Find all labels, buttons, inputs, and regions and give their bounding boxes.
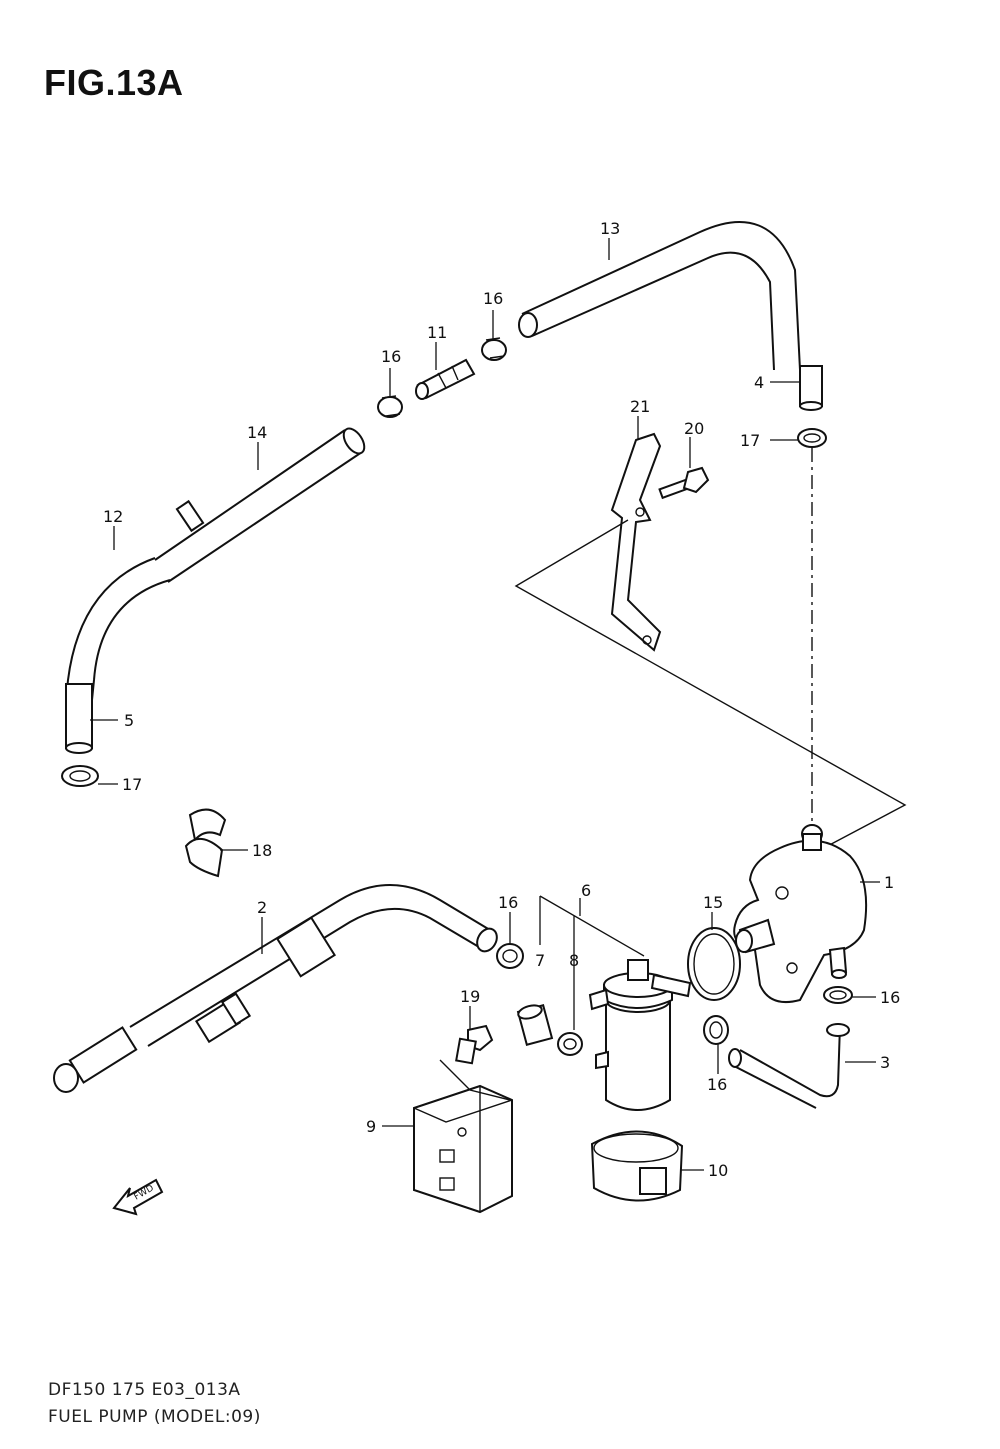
hose-5[interactable] — [65, 683, 93, 754]
callout-21: 21 — [630, 397, 650, 416]
footer-code: DF150 175 E03_013A — [48, 1380, 241, 1400]
clamp-16-top-right[interactable] — [481, 337, 507, 361]
callout-14: 14 — [247, 423, 267, 442]
bracket-21[interactable] — [610, 432, 662, 652]
hose-12[interactable] — [65, 557, 171, 701]
callout-13: 13 — [600, 219, 620, 238]
callout-12: 12 — [103, 507, 123, 526]
callout-5: 5 — [124, 711, 134, 730]
callout-4: 4 — [754, 373, 764, 392]
bracket-9[interactable] — [413, 1084, 513, 1214]
callout-8: 8 — [569, 951, 579, 970]
hose-13[interactable] — [518, 221, 801, 371]
hose-3[interactable] — [728, 1023, 850, 1109]
joint-11[interactable] — [415, 358, 476, 400]
fuel-pump-1[interactable] — [733, 824, 868, 1004]
guide-9-19 — [439, 1059, 511, 1101]
clip-18[interactable] — [184, 808, 227, 878]
callout-6: 6 — [581, 881, 591, 900]
callout-16-top-right: 16 — [483, 289, 503, 308]
hose-4[interactable] — [799, 365, 823, 411]
callout-16-top-left: 16 — [381, 347, 401, 366]
forward-direction-arrow: FWD — [112, 1178, 164, 1216]
clamp-16-middle[interactable] — [496, 943, 524, 969]
callout-16-middle: 16 — [498, 893, 518, 912]
band-10[interactable] — [590, 1130, 684, 1202]
footer-caption: FUEL PUMP (MODEL:09) — [48, 1407, 261, 1427]
leader-lines — [90, 238, 880, 1171]
callout-15: 15 — [703, 893, 723, 912]
callout-9: 9 — [366, 1117, 376, 1136]
hose-2[interactable] — [53, 884, 501, 1093]
fitting-7[interactable] — [516, 1003, 554, 1047]
clamp-17-left[interactable] — [61, 765, 99, 787]
clamp-8[interactable] — [557, 1032, 583, 1056]
clamp-16-lower[interactable] — [703, 1015, 729, 1045]
figure-title: FIG.13A — [44, 62, 184, 103]
fuel-filter-6[interactable] — [588, 959, 692, 1111]
callout-16-right: 16 — [880, 988, 900, 1007]
bolt-20[interactable] — [658, 466, 710, 500]
clamp-17-right[interactable] — [797, 428, 827, 448]
callout-10: 10 — [708, 1161, 728, 1180]
callout-17-right: 17 — [740, 431, 760, 450]
hose-14[interactable] — [154, 425, 368, 583]
callout-3: 3 — [880, 1053, 890, 1072]
callout-19: 19 — [460, 987, 480, 1006]
o-ring-15[interactable] — [687, 927, 741, 1001]
callout-16-lower: 16 — [707, 1075, 727, 1094]
callout-18: 18 — [252, 841, 272, 860]
bolt-19[interactable] — [455, 1024, 494, 1065]
clamp-16-right[interactable] — [823, 986, 853, 1004]
callout-2: 2 — [257, 898, 267, 917]
callout-20: 20 — [684, 419, 704, 438]
alignment-guide-lines — [514, 448, 907, 851]
callout-17-left: 17 — [122, 775, 142, 794]
callout-11: 11 — [427, 323, 447, 342]
clamp-16-top-left[interactable] — [377, 395, 403, 418]
callout-bracket-6-7-8 — [539, 895, 645, 1030]
callout-1: 1 — [884, 873, 894, 892]
callout-7: 7 — [535, 951, 545, 970]
